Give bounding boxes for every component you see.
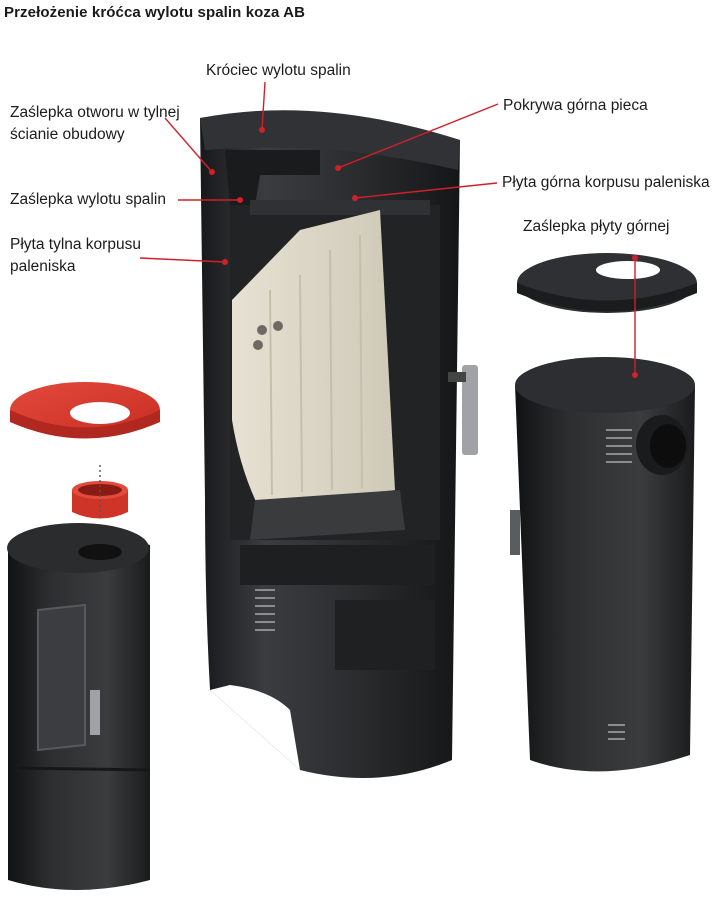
leader-rear-hole-cap <box>164 117 213 173</box>
label-rear-hole-cap-line2: ścianie obudowy <box>10 126 125 143</box>
leader-back-plate <box>139 257 226 263</box>
air-hole <box>273 321 283 331</box>
flue-spigot <box>225 150 320 205</box>
left-stove <box>7 382 160 890</box>
door-glass <box>37 603 86 752</box>
label-rear-hole-cap-line1: Zaślepka otworu w tylnej <box>10 104 180 121</box>
label-top-plate-cap: Zaślepka płyty górnej <box>523 218 670 235</box>
label-flue-outlet-cap: Zaślepka wylotu spalin <box>10 191 166 208</box>
side-handle <box>510 510 520 555</box>
leader-top-cover <box>337 103 499 169</box>
ash-compartment <box>240 545 435 585</box>
label-top-plate: Płyta górna korpusu paleniska <box>502 174 710 191</box>
page-title: Przełożenie króćca wylotu spalin koza AB <box>4 4 306 21</box>
air-hole <box>253 340 263 350</box>
leader-flue-spigot <box>261 81 266 131</box>
ceramic-liner <box>232 210 395 510</box>
label-back-plate-line2: paleniska <box>10 258 76 275</box>
label-back-plate-line1: Płyta tylna korpusu <box>10 236 141 253</box>
top-plate <box>250 200 430 215</box>
right-stove <box>510 253 697 772</box>
door-handle <box>90 690 100 735</box>
door-handle <box>462 365 478 455</box>
leader-lines <box>99 81 636 520</box>
air-hole <box>257 325 267 335</box>
cutaway-stove <box>200 110 478 778</box>
leader-top-plate <box>354 182 498 199</box>
label-flue-spigot: Króciec wylotu spalin <box>206 62 351 79</box>
top-cover <box>200 110 460 170</box>
grate <box>250 490 405 540</box>
label-top-cover: Pokrywa górna pieca <box>503 97 648 114</box>
